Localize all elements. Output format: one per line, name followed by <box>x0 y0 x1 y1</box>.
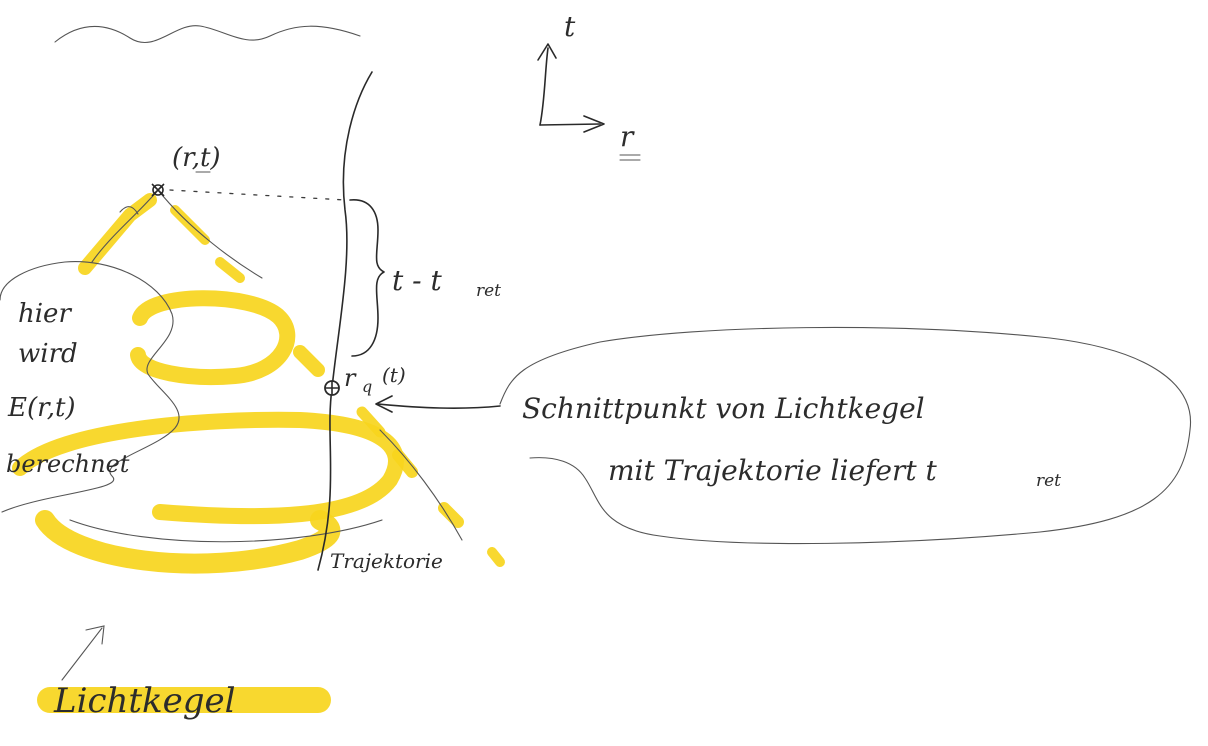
svg-text:ret: ret <box>476 281 501 301</box>
svg-text:q: q <box>362 377 372 396</box>
lightcone-label: Lichtkegel <box>53 681 236 721</box>
svg-text:hier: hier <box>18 299 72 329</box>
axis-r-label: r <box>620 120 635 153</box>
event-point <box>152 184 164 196</box>
svg-text:mit Trajektorie liefert t: mit Trajektorie liefert t <box>608 454 938 487</box>
wavy-underline <box>55 26 360 43</box>
intersection-arrow <box>376 396 500 412</box>
bubble-text: Schnittpunkt von Lichtkegel mit Trajekto… <box>522 392 1061 491</box>
axis-t-label: t <box>564 10 576 43</box>
svg-text:E(r,t): E(r,t) <box>7 393 76 423</box>
explanation-bubble <box>500 327 1191 543</box>
charge-point <box>325 381 339 395</box>
svg-text:t - t: t - t <box>392 264 443 297</box>
charge-position-label: r q (t) <box>344 363 406 396</box>
time-level-line <box>170 190 345 200</box>
svg-text:(t): (t) <box>382 363 406 387</box>
svg-text:Schnittpunkt von Lichtkegel: Schnittpunkt von Lichtkegel <box>522 392 925 425</box>
axis-r-underline <box>620 155 640 160</box>
delta-t-label: t - t ret <box>392 264 501 301</box>
region-label: hier wird E(r,t) berechnet <box>6 299 130 478</box>
lightcone-arrow <box>62 626 104 680</box>
svg-text:wird: wird <box>18 339 78 369</box>
trajectory-label: Trajektorie <box>330 549 443 573</box>
time-bracket <box>350 200 384 356</box>
svg-text:r: r <box>344 364 357 392</box>
svg-text:ret: ret <box>1036 471 1061 491</box>
svg-text:berechnet: berechnet <box>6 450 130 478</box>
event-point-label: (r,t) <box>172 143 221 173</box>
axes <box>538 44 604 132</box>
